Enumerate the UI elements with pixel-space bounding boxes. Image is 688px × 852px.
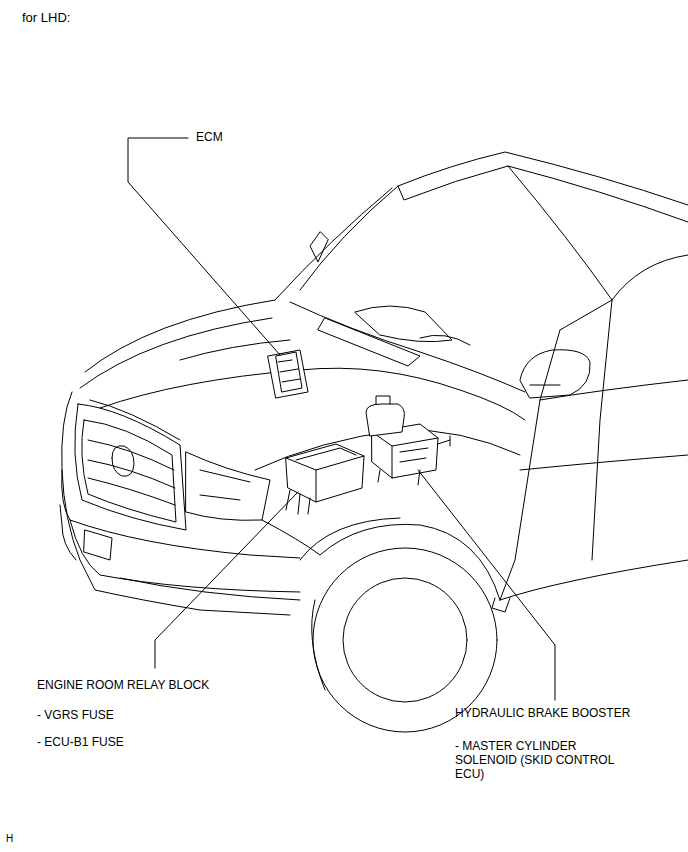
part-name: HYDRAULIC BRAKE BOOSTER [455,706,630,720]
sub-part-name: - VGRS FUSE [37,708,114,722]
sub-part-name: - MASTER CYLINDER SOLENOID (SKID CONTROL… [455,739,640,781]
sub-part-name: - ECU-B1 FUSE [37,735,124,749]
page-heading: for LHD: [22,11,70,25]
part-name: ECM [196,130,223,144]
part-name: ENGINE ROOM RELAY BLOCK [37,678,209,692]
figure-code: H [6,832,13,846]
